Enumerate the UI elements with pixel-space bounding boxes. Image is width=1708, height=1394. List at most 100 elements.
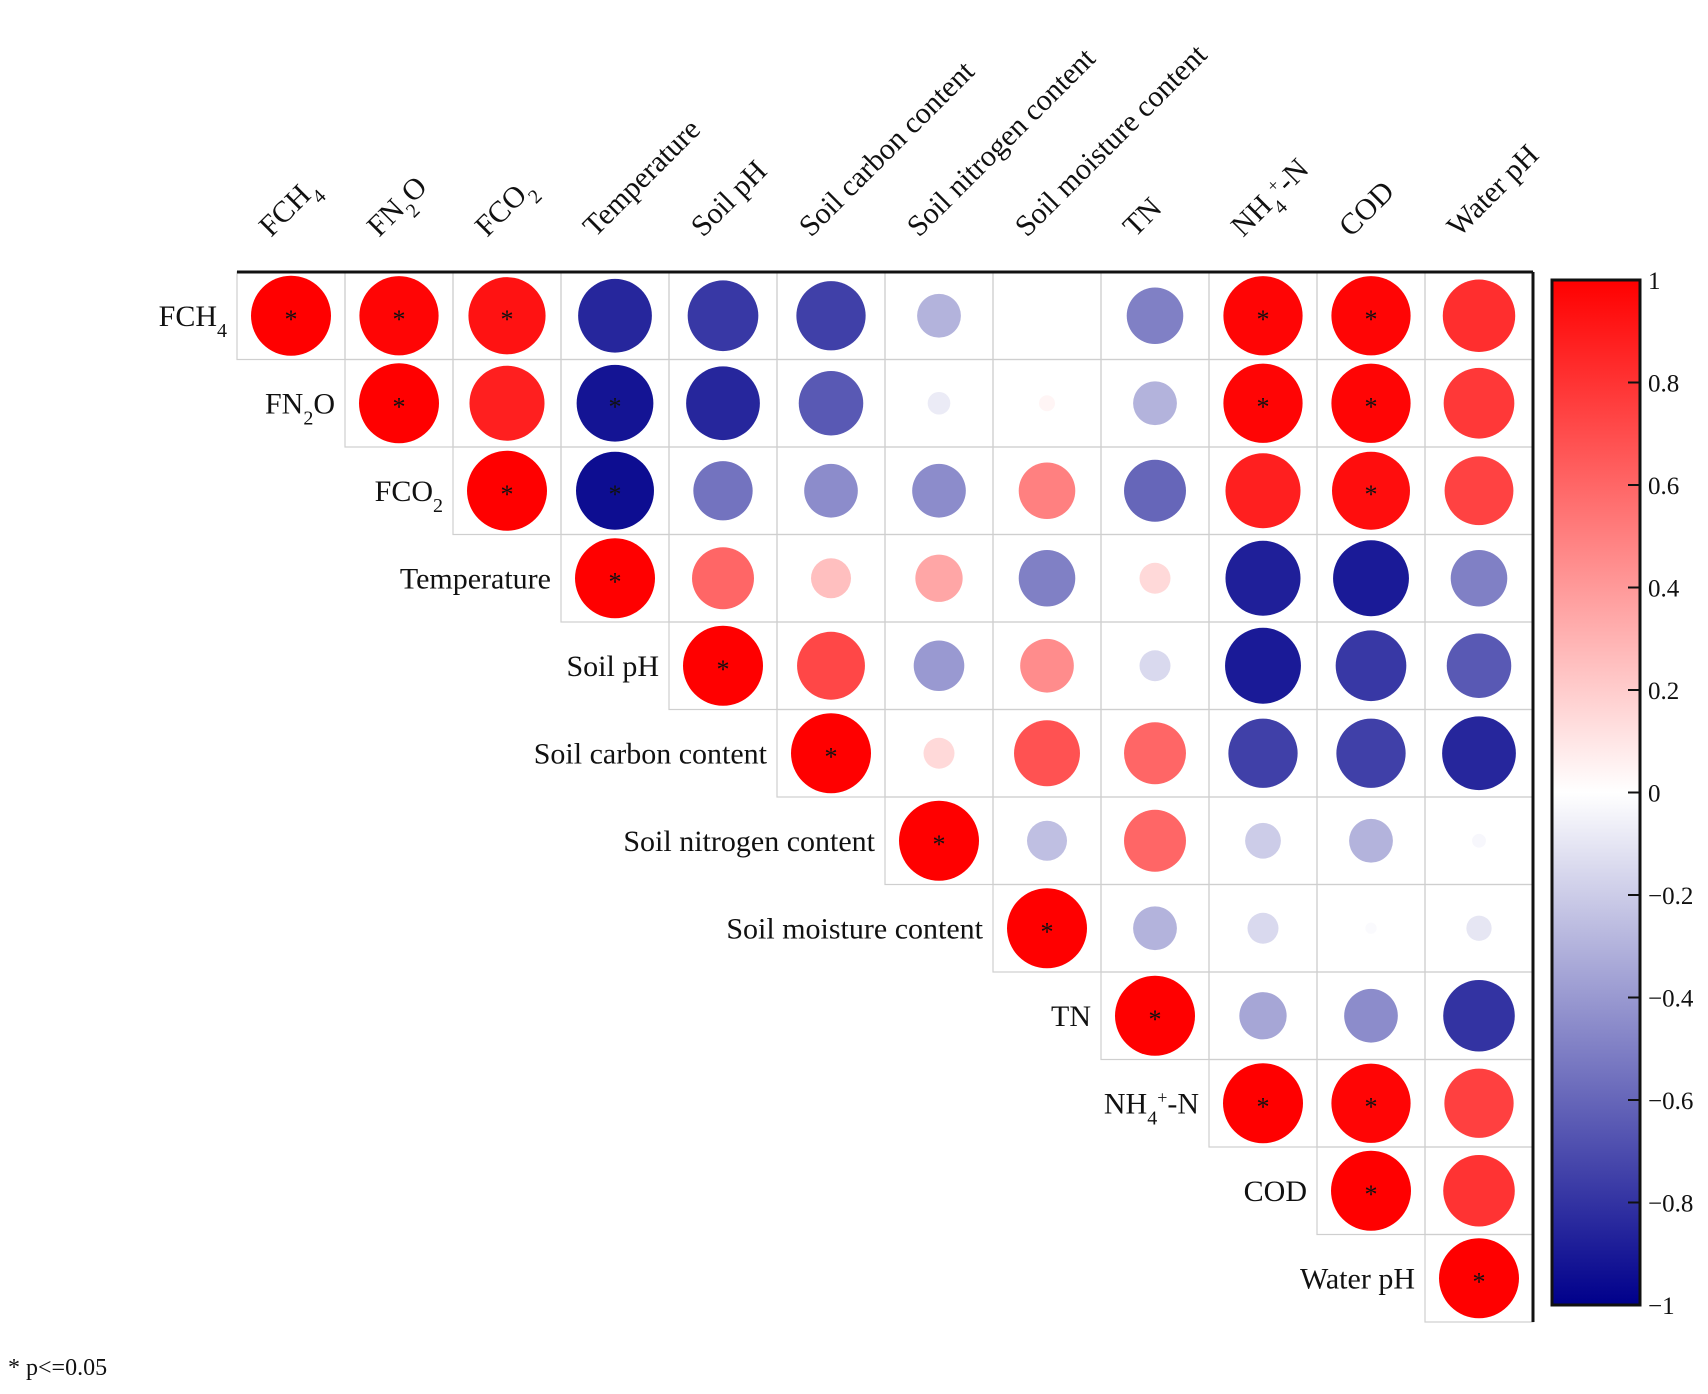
correlation-circles <box>251 275 1519 1319</box>
significance-star: * <box>501 480 514 509</box>
column-label: Soil carbon content <box>793 54 982 243</box>
column-label: Water pH <box>1441 138 1546 243</box>
row-label: FCH4 <box>159 300 227 342</box>
colorbar-tick-label: −0.6 <box>1648 1088 1693 1115</box>
column-label: NH4+-N <box>1225 152 1322 249</box>
significance-star: * <box>1257 392 1270 421</box>
correlation-circle <box>912 463 966 518</box>
correlation-circle <box>796 281 866 351</box>
correlation-circle <box>1472 833 1486 848</box>
row-label: COD <box>1244 1175 1307 1208</box>
correlation-circle <box>1336 718 1406 788</box>
correlation-circle <box>791 713 871 794</box>
colorbar-tick-label: −0.8 <box>1648 1191 1693 1218</box>
correlation-circle <box>917 293 961 338</box>
correlation-circle <box>1365 922 1377 934</box>
significance-star: * <box>933 830 946 859</box>
significance-star: * <box>285 305 298 334</box>
row-label: Water pH <box>1300 1262 1415 1295</box>
correlation-circle <box>1039 395 1055 412</box>
correlation-circle <box>1223 363 1303 443</box>
column-label: Soil moisture content <box>1009 38 1214 243</box>
correlation-circle <box>1331 363 1411 443</box>
correlation-circle <box>1014 720 1080 787</box>
significance-star: * <box>1257 1092 1270 1121</box>
correlation-circle <box>899 800 979 881</box>
correlation-circle <box>1239 992 1287 1040</box>
colorbar-gradient <box>1550 278 1642 1307</box>
column-label: FN2O <box>361 170 440 249</box>
correlation-circle <box>1223 1063 1303 1144</box>
row-label: Temperature <box>400 562 551 595</box>
row-label: Soil moisture content <box>726 912 983 945</box>
column-label: FCO2 <box>469 171 547 249</box>
row-label: Soil carbon content <box>534 737 768 770</box>
correlation-circle <box>1247 912 1279 944</box>
correlation-circle <box>1443 1154 1515 1227</box>
colorbar-tick-label: 0 <box>1648 781 1661 808</box>
correlation-circle <box>687 280 759 352</box>
row-label: FCO2 <box>375 475 443 517</box>
correlation-circle <box>1331 1063 1411 1143</box>
significance-star: * <box>393 305 406 334</box>
correlation-circle <box>251 275 331 356</box>
correlation-circle <box>1225 540 1301 616</box>
correlation-circle <box>1126 287 1184 345</box>
colorbar-tick-label: −1 <box>1648 1293 1675 1320</box>
correlation-circle <box>1444 1068 1514 1138</box>
significance-marks: ********************** <box>285 305 1486 1297</box>
correlation-circle <box>1332 451 1410 530</box>
correlation-circle <box>811 558 851 599</box>
row-label: NH4+-N <box>1104 1087 1199 1129</box>
correlation-circle <box>1133 381 1177 426</box>
significance-star: * <box>1365 392 1378 421</box>
correlation-circle <box>578 278 652 353</box>
correlation-circle <box>1124 722 1186 785</box>
correlation-circle <box>692 547 754 610</box>
correlation-circle <box>468 277 546 355</box>
colorbar-tick-label: 0.8 <box>1648 371 1679 398</box>
significance-star: * <box>1473 1267 1486 1296</box>
significance-star: * <box>609 392 622 421</box>
row-label: Soil pH <box>566 650 659 683</box>
row-label: FN2O <box>265 387 335 429</box>
significance-star: * <box>825 742 838 771</box>
colorbar-tick-label: −0.4 <box>1648 986 1694 1013</box>
correlation-circle <box>1349 818 1393 863</box>
significance-star: * <box>1365 305 1378 334</box>
correlation-circle <box>1007 888 1087 969</box>
correlation-circle <box>915 554 963 602</box>
correlation-circle <box>1228 718 1298 788</box>
significance-star: * <box>609 480 622 509</box>
correlation-circle <box>1466 915 1492 941</box>
correlation-circle <box>1223 276 1303 356</box>
correlation-circle <box>804 463 858 518</box>
colorbar-tick-label: 0.4 <box>1648 576 1680 603</box>
correlation-circle <box>1139 650 1171 682</box>
correlation-circle <box>1225 627 1301 704</box>
correlation-circle <box>1018 549 1076 607</box>
correlation-circle <box>1124 459 1186 522</box>
correlation-circle <box>1335 630 1407 702</box>
correlation-circle <box>575 538 655 619</box>
column-label: TN <box>1117 191 1169 243</box>
correlation-circle <box>467 450 547 531</box>
correlation-circle <box>1443 979 1515 1052</box>
significance-star: * <box>1041 917 1054 946</box>
correlation-circle <box>1446 633 1512 698</box>
correlation-circle <box>1115 975 1195 1056</box>
colorbar-tick-label: 0.6 <box>1648 473 1679 500</box>
correlation-circle <box>1439 1238 1519 1319</box>
correlation-circle <box>1018 462 1076 520</box>
column-label: Soil nitrogen content <box>901 41 1103 243</box>
column-label: Soil pH <box>685 154 774 243</box>
correlation-circle <box>1225 453 1301 529</box>
correlation-circle <box>1442 279 1516 352</box>
correlation-circle <box>359 363 439 444</box>
correlation-circle <box>1444 456 1514 526</box>
significance-star: * <box>1257 305 1270 334</box>
significance-star: * <box>1149 1005 1162 1034</box>
correlation-circle <box>1331 276 1411 356</box>
